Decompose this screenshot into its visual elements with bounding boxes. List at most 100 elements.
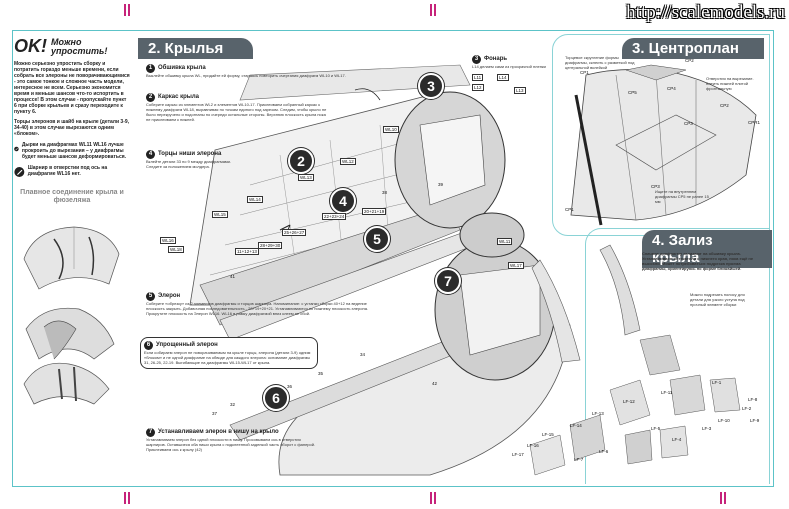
crop-mark — [430, 492, 432, 504]
fillet-part: LF-12 — [623, 399, 635, 404]
fillet-text: Сначала диафрагму зализают на обшивку кр… — [642, 251, 754, 271]
part-number: 32 — [230, 402, 236, 407]
crop-mark — [128, 492, 130, 504]
center-part: CP4 — [667, 86, 676, 91]
fillet-tip: Можно подрезать полосу для детали для уз… — [690, 292, 745, 307]
crop-mark — [124, 4, 126, 16]
part-label: WL10 — [383, 126, 399, 133]
center-illustration — [570, 64, 757, 226]
fillet-part: LF-11 — [661, 390, 673, 395]
part-label: 22+23+24 — [322, 213, 347, 220]
part-label: 20+21+19 — [362, 208, 387, 215]
fillet-part: LF-13 — [592, 411, 604, 416]
center-note-top: Торцевое скругление формы диафрагмы, скл… — [565, 55, 635, 70]
part-number: 37 — [212, 411, 218, 416]
part-label: WL15 — [212, 211, 228, 218]
left-column: OK! Можно упростить! Можно серьезно упро… — [14, 36, 130, 482]
fillet-part: LF-2 — [742, 406, 752, 411]
crop-mark — [434, 492, 436, 504]
ok-title: Можно упростить! — [51, 36, 108, 56]
lamp-label: L14 — [497, 74, 509, 81]
crop-mark — [434, 4, 436, 16]
icon-note-text: Дырки на диафрагмах WL11 WL16 лучше прок… — [21, 142, 127, 160]
icon-note-text: Шарнир в отверстии под ось на диафрагме … — [27, 165, 108, 177]
fillet-illustration — [529, 244, 741, 476]
part-label: WL16 — [160, 237, 176, 244]
fillet-part: LF-5 — [651, 426, 661, 431]
section-title-fillet: 4. Зализ крыла — [642, 230, 772, 268]
note-text: Торцы элеронов и шайб на крыле (детали 3… — [14, 119, 130, 137]
crop-mark — [724, 492, 726, 504]
part-label: WL18 — [168, 246, 184, 253]
step-3-text: L14 делаем сами из прозрачной пленки — [472, 64, 546, 69]
fillet-part: LF-10 — [718, 418, 730, 423]
part-number: 36 — [287, 384, 293, 389]
page-frame — [12, 30, 774, 487]
center-part: CPR1 — [748, 120, 761, 125]
step-badge-3: 3 — [418, 73, 444, 99]
section-title-wing: 2. Крылья — [138, 38, 253, 59]
fillet-part: LF-6 — [599, 449, 609, 454]
step-4-text: Вклейте детали 33 по 9 между диафрагмами… — [146, 159, 232, 169]
knife-icon — [14, 167, 25, 177]
fillet-part: LF-16 — [527, 443, 539, 448]
center-part: CP3 — [651, 184, 660, 189]
step-badge-7: 7 — [435, 268, 461, 294]
fillet-part: LF-8 — [748, 397, 758, 402]
watermark: http://scalemodels.ru — [626, 2, 785, 23]
step-badge-2: 2 — [288, 148, 314, 174]
part-number: 39 — [438, 182, 444, 187]
lamp-label: L11 — [472, 74, 484, 81]
fillet-part: LF-14 — [570, 423, 582, 428]
part-label: WL13 — [298, 174, 314, 181]
center-part: CP1 — [580, 70, 589, 75]
crop-mark — [128, 4, 130, 16]
part-number: 34 — [360, 352, 366, 357]
wing-illustration — [189, 64, 571, 476]
step-7-text: Устанавливаем элерон без одной плоскости… — [146, 437, 316, 452]
center-part: CP1 — [565, 207, 574, 212]
center-part: CP5 — [628, 90, 637, 95]
section-title-center: 3. Центроплан — [622, 38, 764, 59]
step-badge-6: 6 — [263, 385, 289, 411]
part-label: 11+12+13 — [235, 248, 259, 255]
part-label: WL11 — [497, 238, 513, 245]
part-label: 28+29+30 — [258, 242, 283, 249]
part-number: 42 — [432, 381, 438, 386]
step-1-text: Выклейте обшивку крыла WL, придайте ей ф… — [146, 73, 346, 78]
lamp-label: L12 — [472, 84, 484, 91]
step-badge-5: 5 — [364, 226, 390, 252]
crop-mark — [430, 4, 432, 16]
fillet-section — [585, 228, 770, 484]
fairing-title: Плавное соединение крыла и фюзеляжа — [20, 189, 124, 204]
lamp-label: L13 — [514, 87, 526, 94]
part-label: WL17 — [508, 262, 524, 269]
part-number: 38 — [382, 190, 388, 195]
fillet-part: LF-4 — [672, 437, 682, 442]
fillet-part: LF-15 — [542, 432, 554, 437]
intro-text: Можно серьезно упростить сборку и потрат… — [14, 61, 130, 115]
icon-note-row: Дырки на диафрагмах WL11 WL16 лучше прок… — [14, 142, 130, 160]
fillet-part: LF-17 — [512, 452, 524, 457]
crop-mark — [124, 492, 126, 504]
crop-mark — [720, 492, 722, 504]
center-note-bottom: Ищите на внутреннем диафрагмы CP5 не ран… — [655, 189, 709, 204]
fillet-part: LF-9 — [750, 418, 760, 423]
step-5-text: Соберите «обрезку» из 2 элементов диафра… — [146, 301, 369, 316]
ok-mark: OK! — [14, 36, 47, 56]
step-badge-4: 4 — [330, 188, 356, 214]
center-part: CP2 — [685, 58, 694, 63]
step-6-text: Если собираем элерон не поворачиваемым н… — [144, 350, 311, 365]
part-number: 35 — [318, 371, 324, 376]
